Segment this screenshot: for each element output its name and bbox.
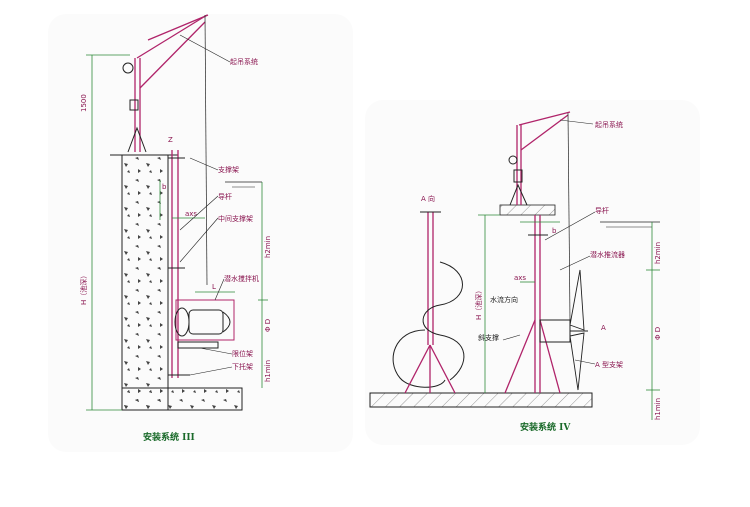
submersible-mixer [174,299,235,349]
right-leaders [502,119,596,365]
label-a-mark: A [601,324,606,332]
left-leaders [179,34,233,376]
dim-h2min: h2min [264,236,272,258]
right-dimensions [478,214,660,420]
dim-1500: 1500 [80,94,88,112]
right-panel: H（池深） b axs h2min Φ D h1min 起吊系统 A 向 导杆 … [365,100,700,445]
caption-left: 安装系统 III [143,431,195,443]
a-view-figure [392,211,465,394]
dim-pool-depth: H（池深） [79,272,88,305]
concrete-wall [121,154,169,411]
hoist-crane-right [508,111,571,321]
label-hoist-left: 起吊系统 [230,57,258,66]
label-guide-rod-right: 导杆 [595,206,609,215]
left-panel-background [48,14,353,452]
label-a-view: A 向 [421,194,435,203]
left-dimensions [86,54,268,411]
label-limit-frame: 限位架 [232,349,253,358]
hoist-crane [122,14,209,286]
top-platform [499,204,556,216]
dim-axs-right: axs [514,274,526,282]
pool-floor-right [369,392,593,408]
label-flow-booster: 潜水推流器 [590,250,625,259]
dim-diameter: Φ D [264,319,272,332]
label-mixer-left: 潜水搅拌机 [224,274,259,283]
label-guide-rod-left: 导杆 [218,192,232,201]
caption-right: 安装系统 IV [520,421,571,433]
label-flow-direction: 水流方向 [490,295,518,304]
dim-b: b [162,183,167,191]
dim-axs: axs [185,210,197,218]
label-hoist-right: 起吊系统 [595,120,623,129]
dim-pool-depth-right: H（池深） [474,287,483,320]
dim-h2min-right: h2min [654,242,662,264]
dim-h1min-right: h1min [654,398,662,420]
dim-z: Z [168,136,173,144]
label-a-frame: A 型支架 [595,360,623,369]
dim-b-right: b [552,227,557,235]
guide-rod-right [504,215,561,394]
dim-l: L [212,283,216,291]
dim-h1min: h1min [264,360,272,382]
left-panel: 1500 H（池深） b axs Z h2min Φ D h1min L 起吊系… [48,14,353,452]
label-lower-bracket: 下托架 [232,362,253,371]
pool-floor [121,387,243,411]
right-panel-background [365,100,700,445]
dim-diameter-right: Φ D [654,327,662,340]
label-support-frame: 支撑架 [218,165,239,174]
label-mid-support: 中间支撑架 [218,214,253,223]
label-diagonal-brace: 斜支撑 [478,333,499,342]
